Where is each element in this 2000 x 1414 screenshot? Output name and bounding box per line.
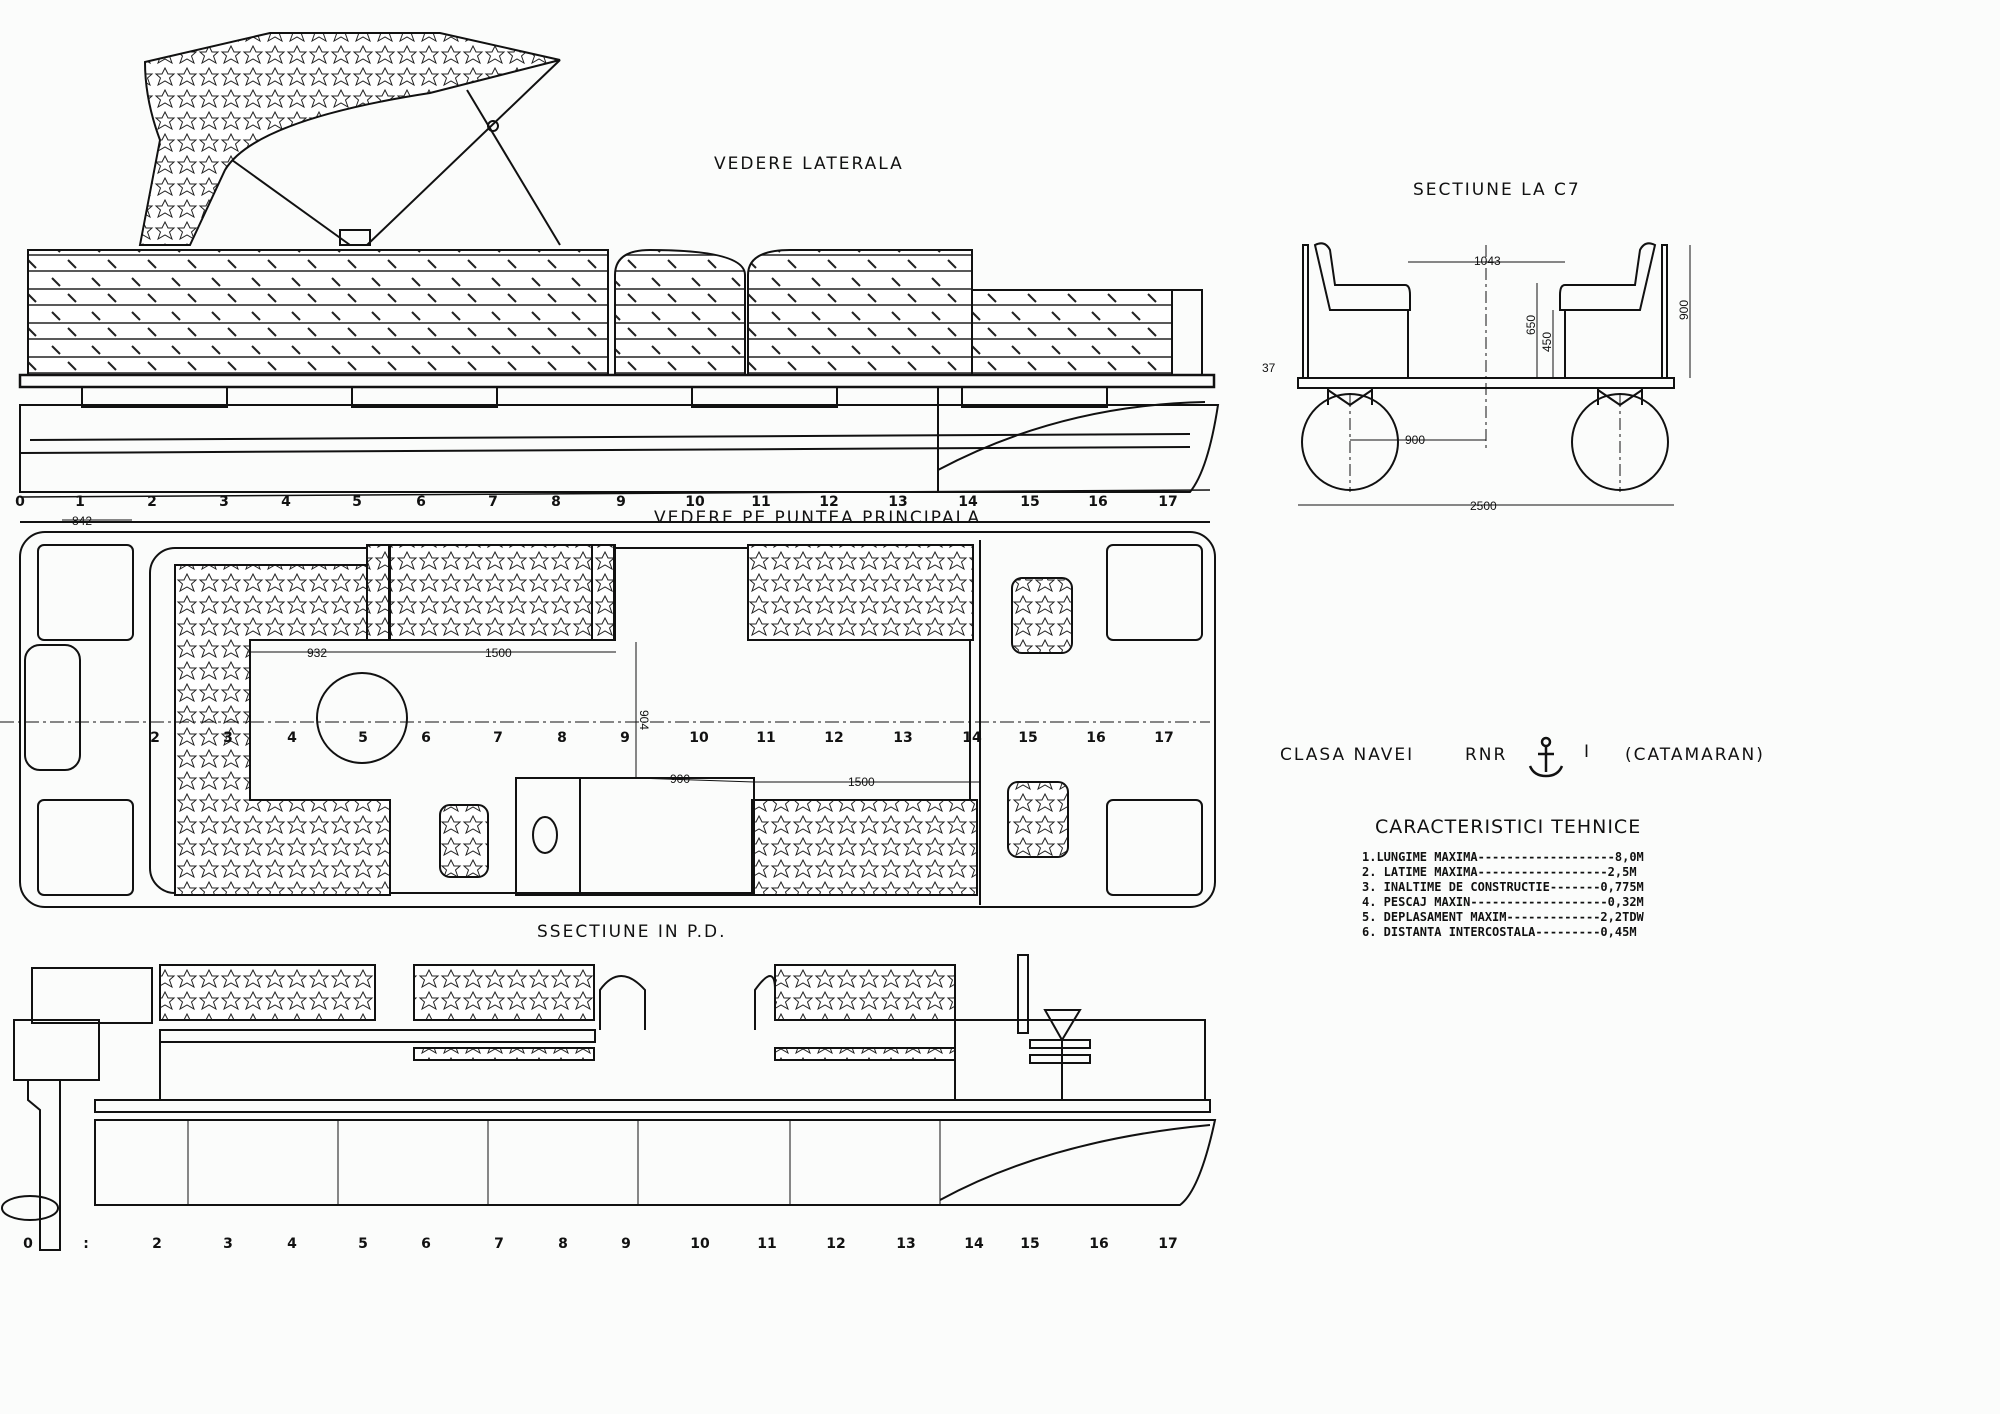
- svg-text:900: 900: [670, 772, 690, 786]
- frame-tick: 4: [287, 730, 297, 746]
- specs-list: 1.LUNGIME MAXIMA-------------------8,0M …: [1362, 850, 1644, 940]
- svg-text:2500: 2500: [1470, 499, 1497, 513]
- spec-value: 2,2TDW: [1600, 910, 1644, 924]
- frame-tick: 5: [358, 730, 368, 746]
- frame-tick: 13: [893, 730, 913, 746]
- svg-text:904: 904: [637, 710, 651, 730]
- frame-tick: 12: [819, 494, 839, 510]
- svg-text:37: 37: [1262, 361, 1276, 375]
- spec-row: 4. PESCAJ MAXIN-------------------0,32M: [1362, 895, 1644, 909]
- spec-row: 2. LATIME MAXIMA------------------2,5M: [1362, 865, 1637, 879]
- frame-tick: 11: [757, 1236, 777, 1252]
- frame-tick: 0: [15, 494, 25, 510]
- svg-text:1500: 1500: [485, 646, 512, 660]
- frame-tick: 9: [616, 494, 626, 510]
- anchor-icon: [1528, 736, 1564, 778]
- class-registry: RNR: [1465, 745, 1508, 765]
- svg-text:932: 932: [307, 646, 327, 660]
- frame-tick: 8: [557, 730, 567, 746]
- frame-tick: 12: [824, 730, 844, 746]
- frame-tick: 17: [1158, 494, 1178, 510]
- svg-text:450: 450: [1540, 332, 1554, 352]
- frame-tick: 8: [558, 1236, 568, 1252]
- deck-view-title: VEDERE PE PUNTEA PRINCIPALA: [654, 508, 982, 528]
- spec-row: 1.LUNGIME MAXIMA-------------------8,0M: [1362, 850, 1644, 864]
- frame-tick: 1: [75, 494, 85, 510]
- frame-tick: 2: [152, 1236, 162, 1252]
- frame-tick: 5: [352, 494, 362, 510]
- side-view-title: VEDERE LATERALA: [714, 154, 904, 174]
- frame-tick: 8: [551, 494, 561, 510]
- frame-tick: 15: [1020, 494, 1040, 510]
- section-c7-drawing: 1043 650 450 900 37 900 2500: [1262, 242, 1691, 513]
- side-view-drawing: [18, 32, 1220, 498]
- svg-text:900: 900: [1405, 433, 1425, 447]
- frame-tick: 12: [826, 1236, 846, 1252]
- spec-row: 5. DEPLASAMENT MAXIM-------------2,2TDW: [1362, 910, 1644, 924]
- frame-tick: 7: [488, 494, 498, 510]
- svg-text:1043: 1043: [1474, 254, 1501, 268]
- spec-row: 6. DISTANTA INTERCOSTALA---------0,45M: [1362, 925, 1637, 939]
- frame-tick: 9: [620, 730, 630, 746]
- frame-tick: 4: [287, 1236, 297, 1252]
- frame-tick: 11: [756, 730, 776, 746]
- frame-tick: 3: [223, 1236, 233, 1252]
- class-number: I: [1584, 742, 1592, 762]
- frame-tick: 6: [416, 494, 426, 510]
- frame-tick: 2: [150, 730, 160, 746]
- frame-tick: 13: [896, 1236, 916, 1252]
- frame-tick: 10: [685, 494, 705, 510]
- svg-text:900: 900: [1677, 300, 1691, 320]
- spec-value: 8,0M: [1614, 850, 1644, 864]
- spec-row: 3. INALTIME DE CONSTRUCTIE-------0,775M: [1362, 880, 1644, 894]
- frame-tick: 3: [219, 494, 229, 510]
- frame-tick: 5: [358, 1236, 368, 1252]
- specs-title: CARACTERISTICI TEHNICE: [1375, 816, 1642, 838]
- frame-tick: 6: [421, 1236, 431, 1252]
- frame-tick: 14: [962, 730, 982, 746]
- frame-tick: 6: [421, 730, 431, 746]
- frame-tick: 16: [1088, 494, 1108, 510]
- frame-tick: 7: [494, 1236, 504, 1252]
- svg-text:650: 650: [1524, 315, 1538, 335]
- frame-tick: 10: [690, 1236, 710, 1252]
- frame-tick: 17: [1158, 1236, 1178, 1252]
- section-c7-title: SECTIUNE LA C7: [1413, 180, 1581, 200]
- frame-tick: 16: [1086, 730, 1106, 746]
- frame-tick: 2: [147, 494, 157, 510]
- frame-tick: 14: [964, 1236, 984, 1252]
- frame-tick: :: [83, 1236, 89, 1252]
- spec-value: 0,32M: [1607, 895, 1644, 909]
- frame-tick: 13: [888, 494, 908, 510]
- frame-tick: 7: [493, 730, 503, 746]
- spec-value: 0,775M: [1600, 880, 1644, 894]
- frame-tick: 0: [23, 1236, 33, 1252]
- spec-value: 2,5M: [1607, 865, 1637, 879]
- class-label: CLASA NAVEI: [1280, 745, 1415, 765]
- longitudinal-section-title: SSECTIUNE IN P.D.: [537, 922, 727, 942]
- deck-plan-drawing: 932 1500 904 900 1500 842: [0, 514, 1216, 908]
- frame-tick: 9: [621, 1236, 631, 1252]
- svg-text:1500: 1500: [848, 775, 875, 789]
- frame-tick: 16: [1089, 1236, 1109, 1252]
- class-type: (CATAMARAN): [1625, 745, 1765, 765]
- frame-tick: 15: [1020, 1236, 1040, 1252]
- spec-value: 0,45M: [1600, 925, 1637, 939]
- frame-tick: 15: [1018, 730, 1038, 746]
- frame-tick: 10: [689, 730, 709, 746]
- frame-tick: 11: [751, 494, 771, 510]
- frame-tick: 14: [958, 494, 978, 510]
- svg-text:842: 842: [72, 514, 92, 528]
- frame-tick: 4: [281, 494, 291, 510]
- frame-tick: 17: [1154, 730, 1174, 746]
- frame-tick: 3: [223, 730, 233, 746]
- longitudinal-section-drawing: [1, 954, 1217, 1251]
